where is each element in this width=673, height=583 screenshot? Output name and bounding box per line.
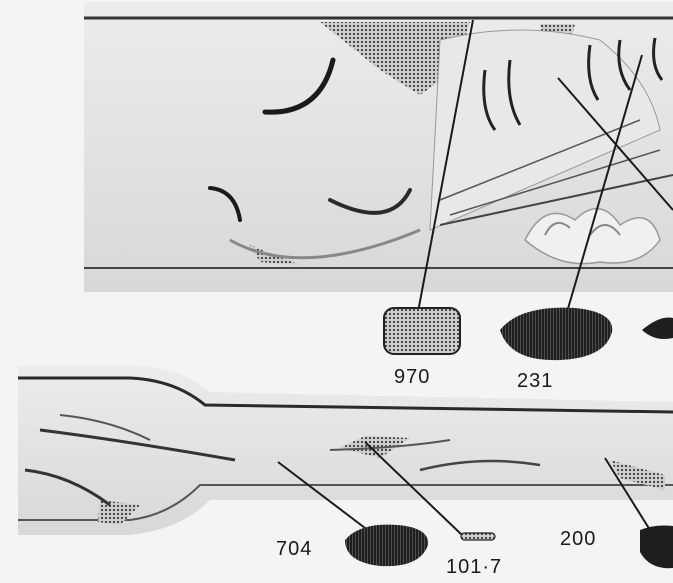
upper-leather-panel — [84, 2, 673, 312]
tool-label-101-7: 101·7 — [446, 556, 502, 579]
tool-label-200: 200 — [560, 528, 596, 551]
stamp-970-mark — [384, 308, 460, 354]
stamp-231-mark — [500, 308, 612, 360]
tool-label-231: 231 — [517, 370, 553, 393]
stamp-704-mark — [345, 525, 428, 567]
lower-leather-strap — [18, 366, 673, 535]
stamp-edge-mark — [642, 318, 673, 340]
stamp-101-7-mark — [461, 533, 495, 540]
tool-label-704: 704 — [276, 538, 312, 561]
tool-label-970: 970 — [394, 366, 430, 389]
stamp-200-mark — [640, 526, 673, 569]
